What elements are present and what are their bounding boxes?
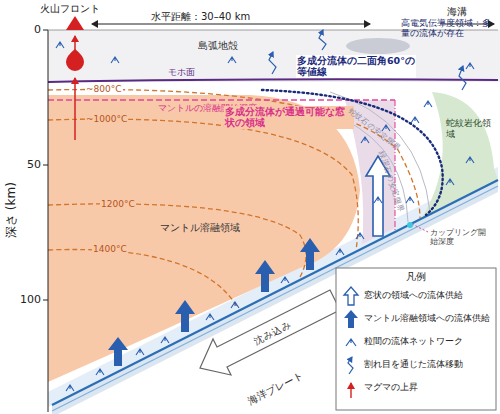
trench-label: 海溝 [447, 6, 467, 18]
plate-label: 海洋プレート [246, 370, 305, 408]
axis-tick: 100 [20, 293, 41, 306]
fluid-network-symbol [111, 57, 119, 63]
volcano-label: 火山フロント [40, 3, 100, 15]
axis-tick: 50 [27, 158, 41, 171]
fluid-network-symbol [228, 57, 236, 63]
fluid-network-symbol [206, 314, 214, 320]
fluid-network-symbol [411, 117, 419, 123]
moho-label: モホ面 [168, 67, 195, 78]
distance-label: 水平距離：30–40 km [150, 11, 251, 23]
isotherm-label: 1200°C [100, 199, 136, 210]
conductivity-label: 高電気伝導度領域：多量の流体が存在 [401, 18, 497, 38]
region-label: 島弧地殻 [198, 40, 238, 52]
isotherm-label: ~1000°C [85, 114, 128, 125]
axis-tick: 0 [34, 23, 41, 36]
fluid-network-symbol [406, 197, 414, 203]
fluid-network-symbol [66, 385, 74, 391]
fluid-network-symbol [281, 277, 289, 283]
fluid-network-symbol [136, 349, 144, 355]
fluid-network-symbol [361, 137, 369, 143]
fluid-network-symbol [446, 179, 454, 185]
isotherm-label: ~800°C [85, 84, 123, 95]
isotherm-label: 1400°C [92, 244, 128, 255]
legend-title: 凡例 [406, 271, 426, 283]
legend-text: 粒間の流体ネットワーク [364, 336, 463, 346]
fluid-network-symbol [356, 233, 364, 239]
legend-text: マントル溶融領域への流体供給 [364, 313, 490, 323]
fluid-network-symbol [96, 369, 104, 375]
legend-text: 窓状の領域への流体供給 [364, 290, 463, 300]
fluid-network-symbol [466, 63, 474, 69]
coupling-label: カップリング開始深度 [430, 228, 488, 246]
fluid-network-symbol [424, 101, 432, 107]
fluid-network-symbol [231, 302, 239, 308]
axis-title: 深さ (km) [4, 182, 18, 238]
contour-label: 多成分流体の二面角60°の等値線 [296, 55, 416, 78]
window-label: 多成分流体が通過可能な窓状の領域 [224, 106, 354, 129]
fluid-network-symbol [466, 157, 474, 163]
legend-text: マグマの上昇 [364, 382, 418, 392]
fluid-network-symbol [374, 197, 382, 203]
fluid-network-symbol [161, 337, 169, 343]
fluid-network-symbol [336, 249, 344, 255]
legend-text: 割れ目を通じた流体移動 [364, 359, 463, 369]
region-label: 蛇紋岩化領域 [446, 118, 494, 140]
region-label: マントル溶融領域 [160, 222, 240, 234]
fluid-network-symbol [56, 42, 64, 48]
